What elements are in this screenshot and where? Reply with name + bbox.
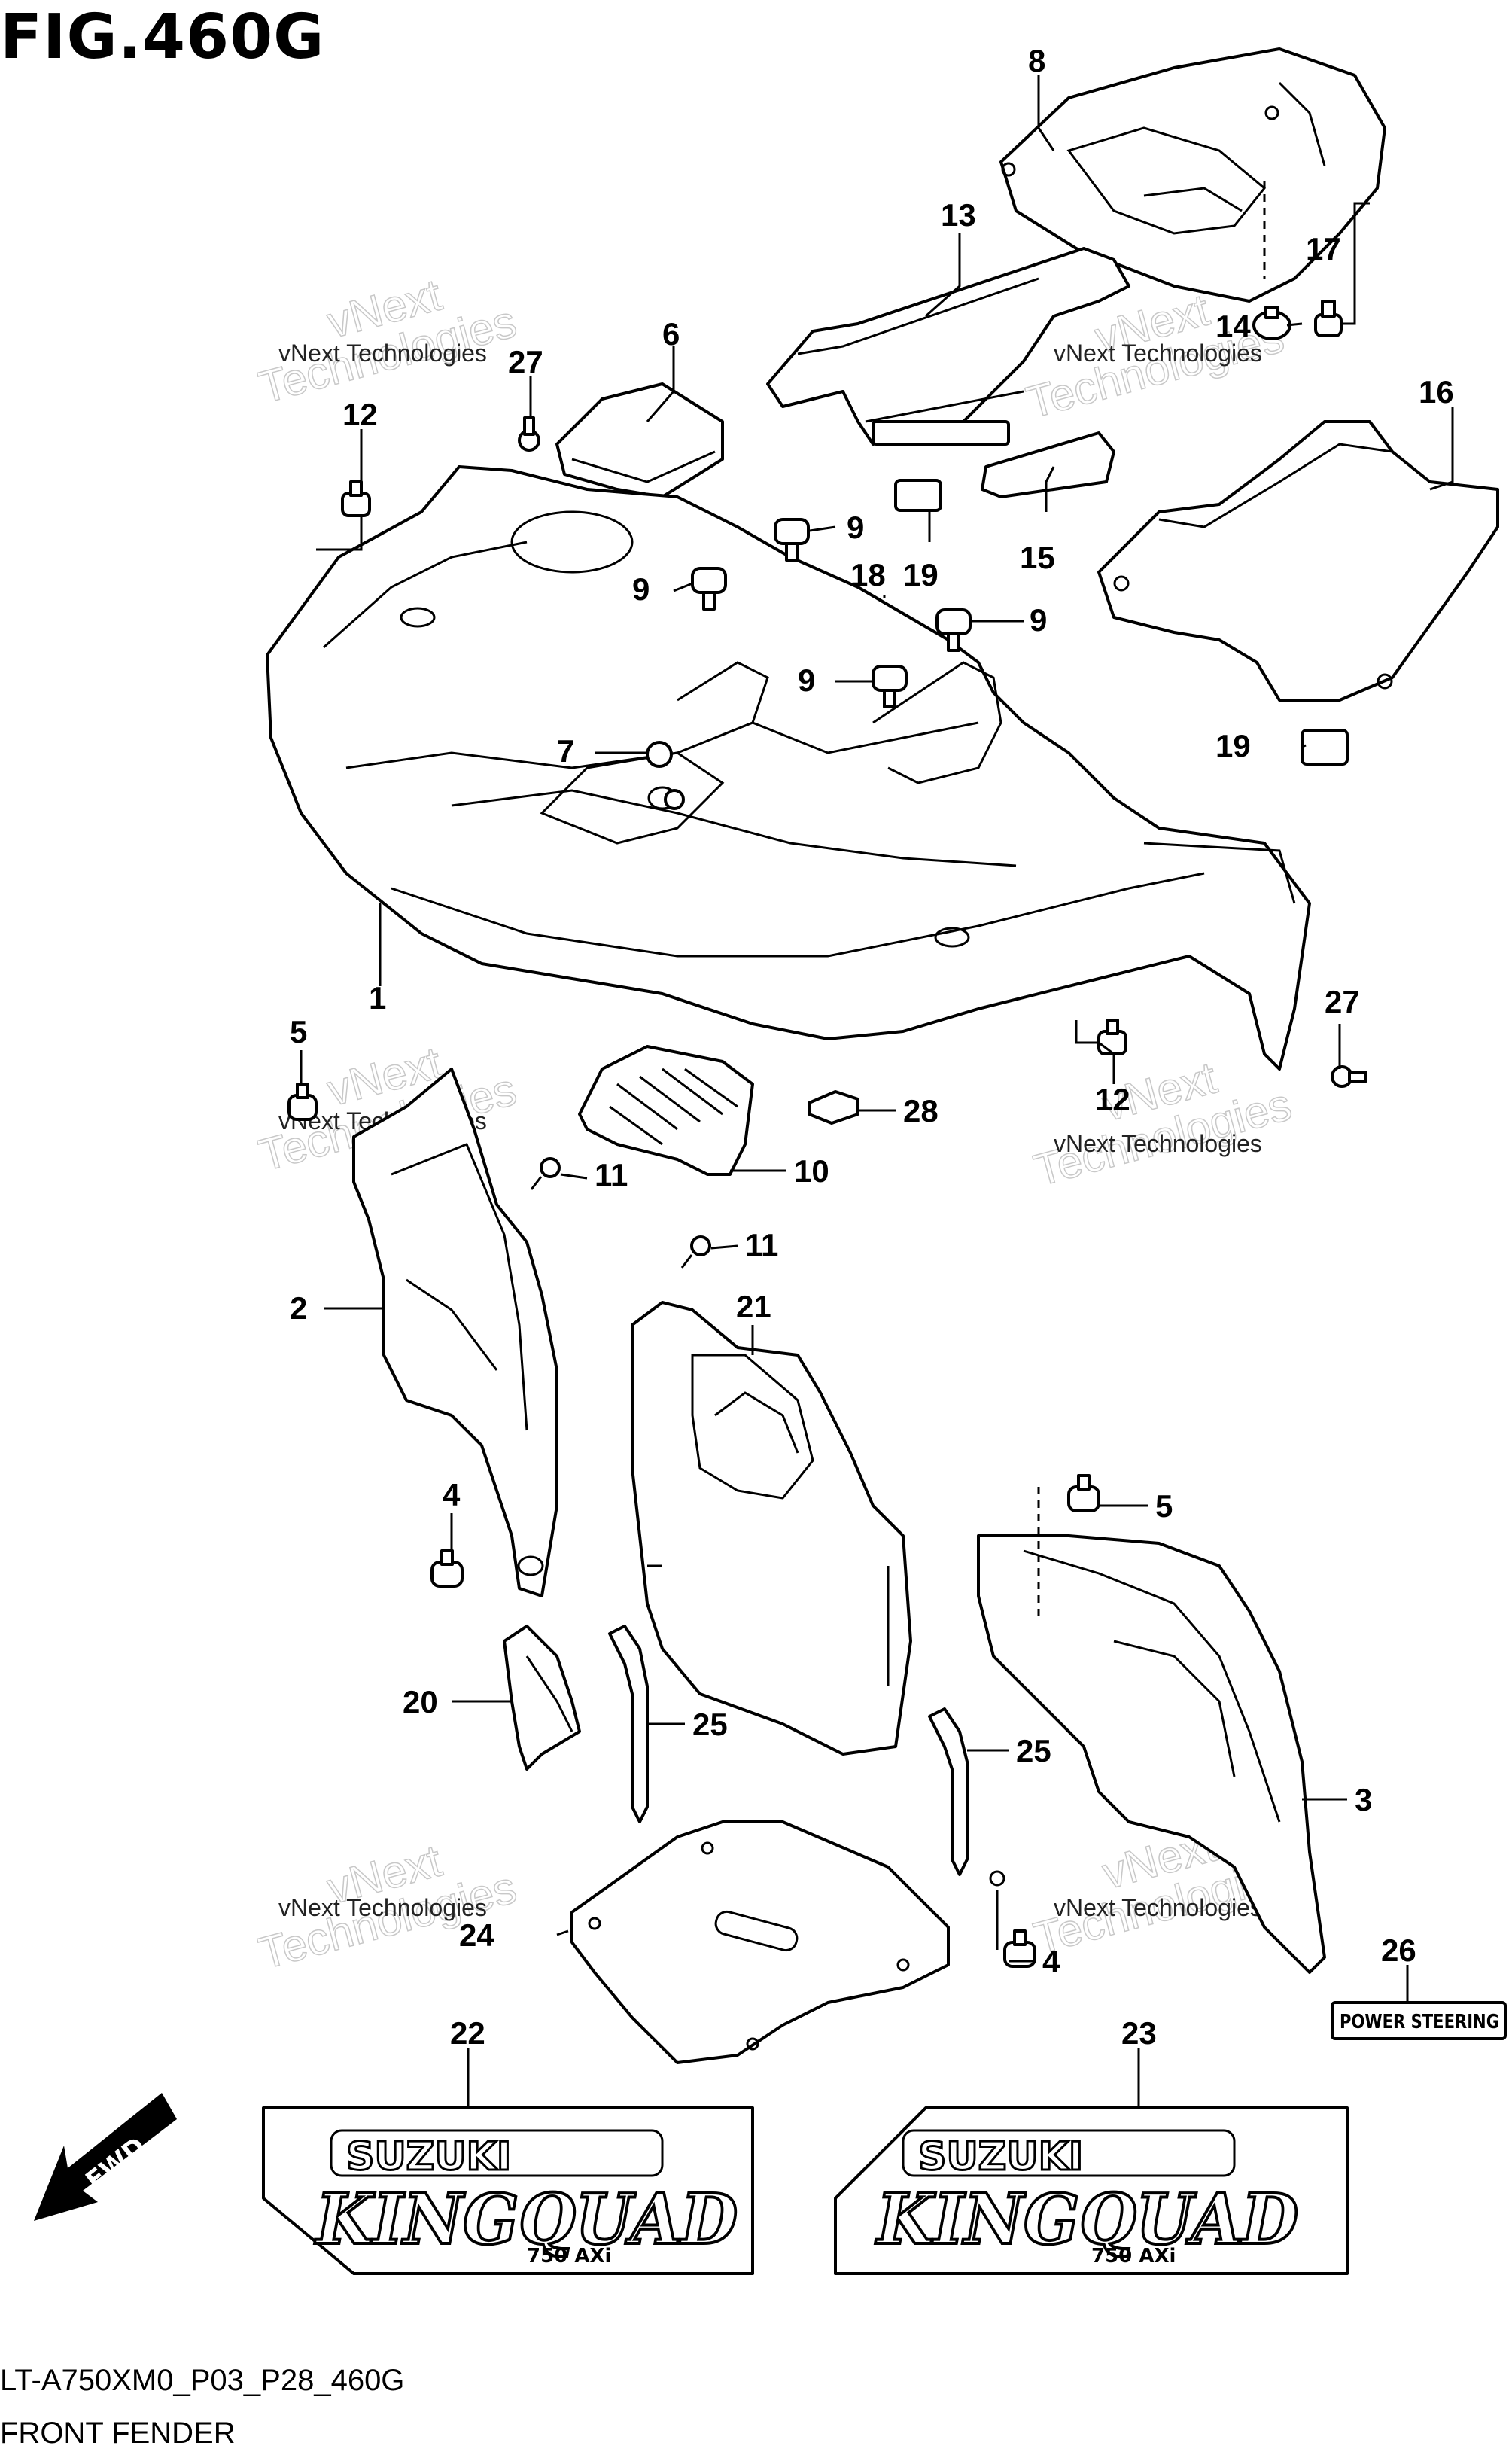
callout-3: 3 (1355, 1782, 1372, 1817)
callout-26: 26 (1381, 1933, 1416, 1968)
grommet-7[interactable] (646, 741, 685, 810)
decal-23[interactable]: SUZUKI KINGQUAD 750 AXi (834, 2106, 1349, 2275)
decal-22-model: KINGQUAD (314, 2179, 738, 2260)
pad-28[interactable] (808, 1090, 859, 1125)
part-25a-cable-tie[interactable] (608, 1625, 649, 1823)
clip-12a[interactable] (341, 480, 371, 517)
callout-2: 2 (290, 1290, 307, 1326)
callout-8: 8 (1028, 43, 1045, 78)
screw-27a[interactable] (518, 416, 540, 452)
clip-5b[interactable] (1067, 1474, 1100, 1512)
callout-11: 11 (595, 1157, 628, 1192)
clip-17[interactable] (1314, 300, 1343, 337)
grommet-14[interactable] (1252, 306, 1291, 340)
part-25b-cable-tie[interactable] (928, 1707, 969, 1876)
part-2-inner-fender-left[interactable] (352, 1068, 558, 1597)
screw-11a[interactable] (530, 1157, 561, 1190)
callout-23: 23 (1121, 2015, 1157, 2051)
clip-9a[interactable] (774, 518, 810, 562)
callout-21: 21 (736, 1289, 771, 1324)
callout-16: 16 (1419, 374, 1454, 410)
footer-caption: FRONT FENDER (0, 2417, 236, 2450)
decal-22-sub: 750 AXi (527, 2245, 611, 2268)
callout-14: 14 (1215, 309, 1251, 344)
callout-24: 24 (459, 1917, 494, 1953)
callout-4: 4 (1042, 1944, 1060, 1979)
screw-27b[interactable] (1331, 1065, 1367, 1088)
callout-5: 5 (1155, 1488, 1173, 1524)
clip-9b[interactable] (691, 567, 727, 611)
part-13-bracket[interactable] (766, 247, 1130, 446)
part-6-lid[interactable] (555, 382, 724, 498)
footer-code: LT-A750XM0_P03_P28_460G (0, 2364, 405, 2397)
figure-title: FIG.460G (0, 2, 325, 73)
callout-27: 27 (1325, 984, 1360, 1019)
callout-5: 5 (290, 1014, 307, 1049)
callout-22: 22 (450, 2015, 485, 2051)
clip-4a[interactable] (430, 1549, 464, 1588)
callout-18: 18 (850, 557, 886, 592)
part-24-plate[interactable] (570, 1820, 950, 2064)
decal-23-model: KINGQUAD (875, 2179, 1298, 2260)
watermark-text: vNext Technologies (278, 1894, 487, 1921)
callout-25: 25 (1016, 1733, 1051, 1768)
callout-9: 9 (798, 662, 815, 698)
callout-15: 15 (1020, 540, 1055, 575)
callout-7: 7 (557, 733, 574, 769)
part-10-grille[interactable] (578, 1045, 754, 1176)
part-3-inner-fender-right[interactable] (977, 1534, 1326, 1974)
callout-19: 19 (1215, 728, 1251, 763)
watermark-text: vNext Technologies (1054, 1130, 1262, 1157)
decal-23-brand: SUZUKI (918, 2134, 1083, 2179)
callout-1: 1 (369, 980, 386, 1016)
part-1-front-fender[interactable] (266, 465, 1311, 1071)
part-21-inner-panel[interactable] (631, 1301, 912, 1756)
callout-4: 4 (443, 1477, 461, 1512)
watermark-text: vNext Technologies (278, 340, 487, 367)
clip-9c[interactable] (935, 608, 972, 652)
callout-12: 12 (342, 397, 378, 432)
callout-28: 28 (903, 1093, 939, 1128)
callout-11: 11 (745, 1227, 778, 1262)
fwd-arrow-icon: FWD (34, 2093, 177, 2221)
part-19a-pad[interactable] (894, 479, 942, 512)
callout-6: 6 (662, 316, 680, 352)
callout-12: 12 (1095, 1082, 1130, 1117)
callout-20: 20 (403, 1684, 438, 1719)
part-16-side-cover[interactable] (1097, 420, 1499, 702)
decal-26-power-steering[interactable]: POWER STEERING (1331, 2001, 1507, 2040)
callout-27: 27 (508, 344, 543, 379)
callout-9: 9 (632, 571, 650, 607)
watermark-text: vNext Technologies (1054, 1894, 1262, 1921)
callout-10: 10 (794, 1153, 829, 1189)
clip-9d[interactable] (872, 665, 908, 708)
watermark-text: vNext Technologies (1054, 340, 1262, 367)
part-20-bracket[interactable] (503, 1625, 581, 1771)
callout-25: 25 (692, 1707, 728, 1742)
callout-19: 19 (903, 557, 939, 592)
clip-5a[interactable] (287, 1083, 318, 1121)
decal-22[interactable]: SUZUKI KINGQUAD 750 AXi (262, 2106, 754, 2275)
callout-17: 17 (1306, 231, 1341, 267)
decal-22-brand: SUZUKI (346, 2134, 511, 2179)
clip-12b[interactable] (1097, 1019, 1127, 1055)
screw-11b[interactable] (680, 1235, 711, 1269)
decal-26-text: POWER STEERING (1340, 2011, 1499, 2033)
part-15-pad[interactable] (981, 431, 1115, 498)
callout-13: 13 (941, 197, 976, 233)
callout-numbers: 8 13 17 14 16 6 27 12 9 19 15 9 18 9 9 1… (290, 43, 1454, 2051)
callout-9: 9 (847, 510, 864, 545)
leader-lines (300, 75, 1454, 2108)
decal-23-sub: 750 AXi (1091, 2245, 1176, 2268)
part-19b-pad[interactable] (1301, 729, 1349, 766)
callout-9: 9 (1030, 602, 1047, 638)
